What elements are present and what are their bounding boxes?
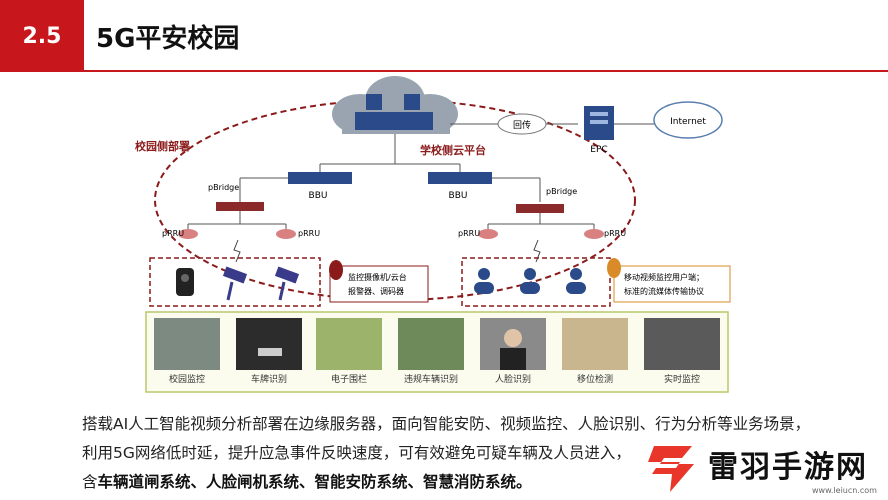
user-icon-1 <box>474 268 494 294</box>
prru-label-4: pRRU <box>604 229 626 238</box>
photo-e-fence <box>316 318 382 370</box>
right-legend-box <box>613 265 731 303</box>
section-number: 2.5 <box>0 0 84 72</box>
lightning-s-logo-icon <box>648 446 694 492</box>
prru-label-3: pRRU <box>458 229 480 238</box>
photo-label-7: 实时监控 <box>664 373 700 385</box>
left-device-group <box>149 257 321 307</box>
pbridge-right-label: pBridge <box>546 187 577 196</box>
watermark-logo-text: 雷羽手游网 <box>708 450 868 485</box>
diagram-canvas: 回传 EPC Internet 校园侧部署 学校侧云平台 BBU BBU <box>135 76 731 393</box>
prru-label-1: pRRU <box>162 229 184 238</box>
left-legend-box <box>329 265 429 303</box>
internet-label: Internet <box>670 117 706 127</box>
user-icon-2 <box>520 268 540 294</box>
prru-label-2: pRRU <box>298 229 320 238</box>
photo-violation-vehicle <box>398 318 464 370</box>
slide-header: 2.5 5G平安校园 <box>0 0 888 72</box>
backhaul-oval <box>497 113 547 135</box>
pbridge-left-label: pBridge <box>208 183 239 192</box>
photo-label-5: 人脸识别 <box>495 373 531 385</box>
right-legend-item-2: 标准的流媒体传输协议 <box>624 286 704 296</box>
pbridge-right-device <box>516 204 564 213</box>
internet-cloud-icon <box>653 101 723 139</box>
caption-prefix: 含 <box>82 473 98 491</box>
backhaul-label: 回传 <box>513 119 531 131</box>
epc-server-icon <box>584 106 614 140</box>
left-legend-item-2: 报警器、调码器 <box>348 286 404 296</box>
bullet-camera-icon-1 <box>222 266 248 301</box>
left-legend-marker <box>329 260 343 280</box>
caption-text: 搭载AI人工智能视频分析部署在边缘服务器，面向智能安防、视频监控、人脸识别、行为… <box>82 415 811 462</box>
right-device-group <box>461 257 611 307</box>
right-legend-marker <box>607 258 621 278</box>
camera-icon <box>176 268 194 296</box>
prru-node-2 <box>276 229 296 239</box>
left-legend-item-1: 监控摄像机/云台 <box>348 272 407 282</box>
photo-label-2: 车牌识别 <box>251 373 287 385</box>
photo-face-recognition <box>480 318 546 370</box>
prru-node-3 <box>478 229 498 239</box>
prru-node-4 <box>584 229 604 239</box>
photo-plate-recognition <box>236 318 302 370</box>
pbridge-left-device <box>216 202 264 211</box>
cloud-platform-icon <box>332 76 458 134</box>
prru-node-1 <box>178 229 198 239</box>
photo-realtime-monitor <box>644 318 720 370</box>
slide-title: 5G平安校园 <box>96 24 240 54</box>
bbu-right-label: BBU <box>449 191 468 201</box>
watermark-url: www.leiucn.com <box>812 486 877 495</box>
caption-bold-systems: 车辆道闸系统、人脸闸机系统、智能安防系统、智慧消防系统。 <box>97 473 532 491</box>
photo-displacement-detection <box>562 318 628 370</box>
photo-label-6: 移位检测 <box>577 373 613 385</box>
network-diagram: 回传 EPC Internet 校园侧部署 学校侧云平台 BBU BBU <box>0 72 888 402</box>
campus-side-label: 校园侧部署 <box>135 139 190 153</box>
user-icon-3 <box>566 268 586 294</box>
cloud-platform-label: 学校侧云平台 <box>420 143 486 157</box>
bbu-left-label: BBU <box>309 191 328 201</box>
epc-label: EPC <box>590 145 607 155</box>
right-legend-item-1: 移动视频监控用户端； <box>624 272 704 282</box>
photo-label-3: 电子围栏 <box>331 373 367 385</box>
caption-paragraph: 搭载AI人工智能视频分析部署在边缘服务器，面向智能安防、视频监控、人脸识别、行为… <box>82 410 822 497</box>
bbu-right-device <box>428 172 492 184</box>
photo-label-1: 校园监控 <box>169 373 205 385</box>
bullet-camera-icon-2 <box>274 266 300 301</box>
watermark: 雷羽手游网 www.leiucn.com <box>636 438 888 500</box>
photo-label-4: 违规车辆识别 <box>404 373 458 385</box>
photo-campus-monitor <box>154 318 220 370</box>
bbu-left-device <box>288 172 352 184</box>
